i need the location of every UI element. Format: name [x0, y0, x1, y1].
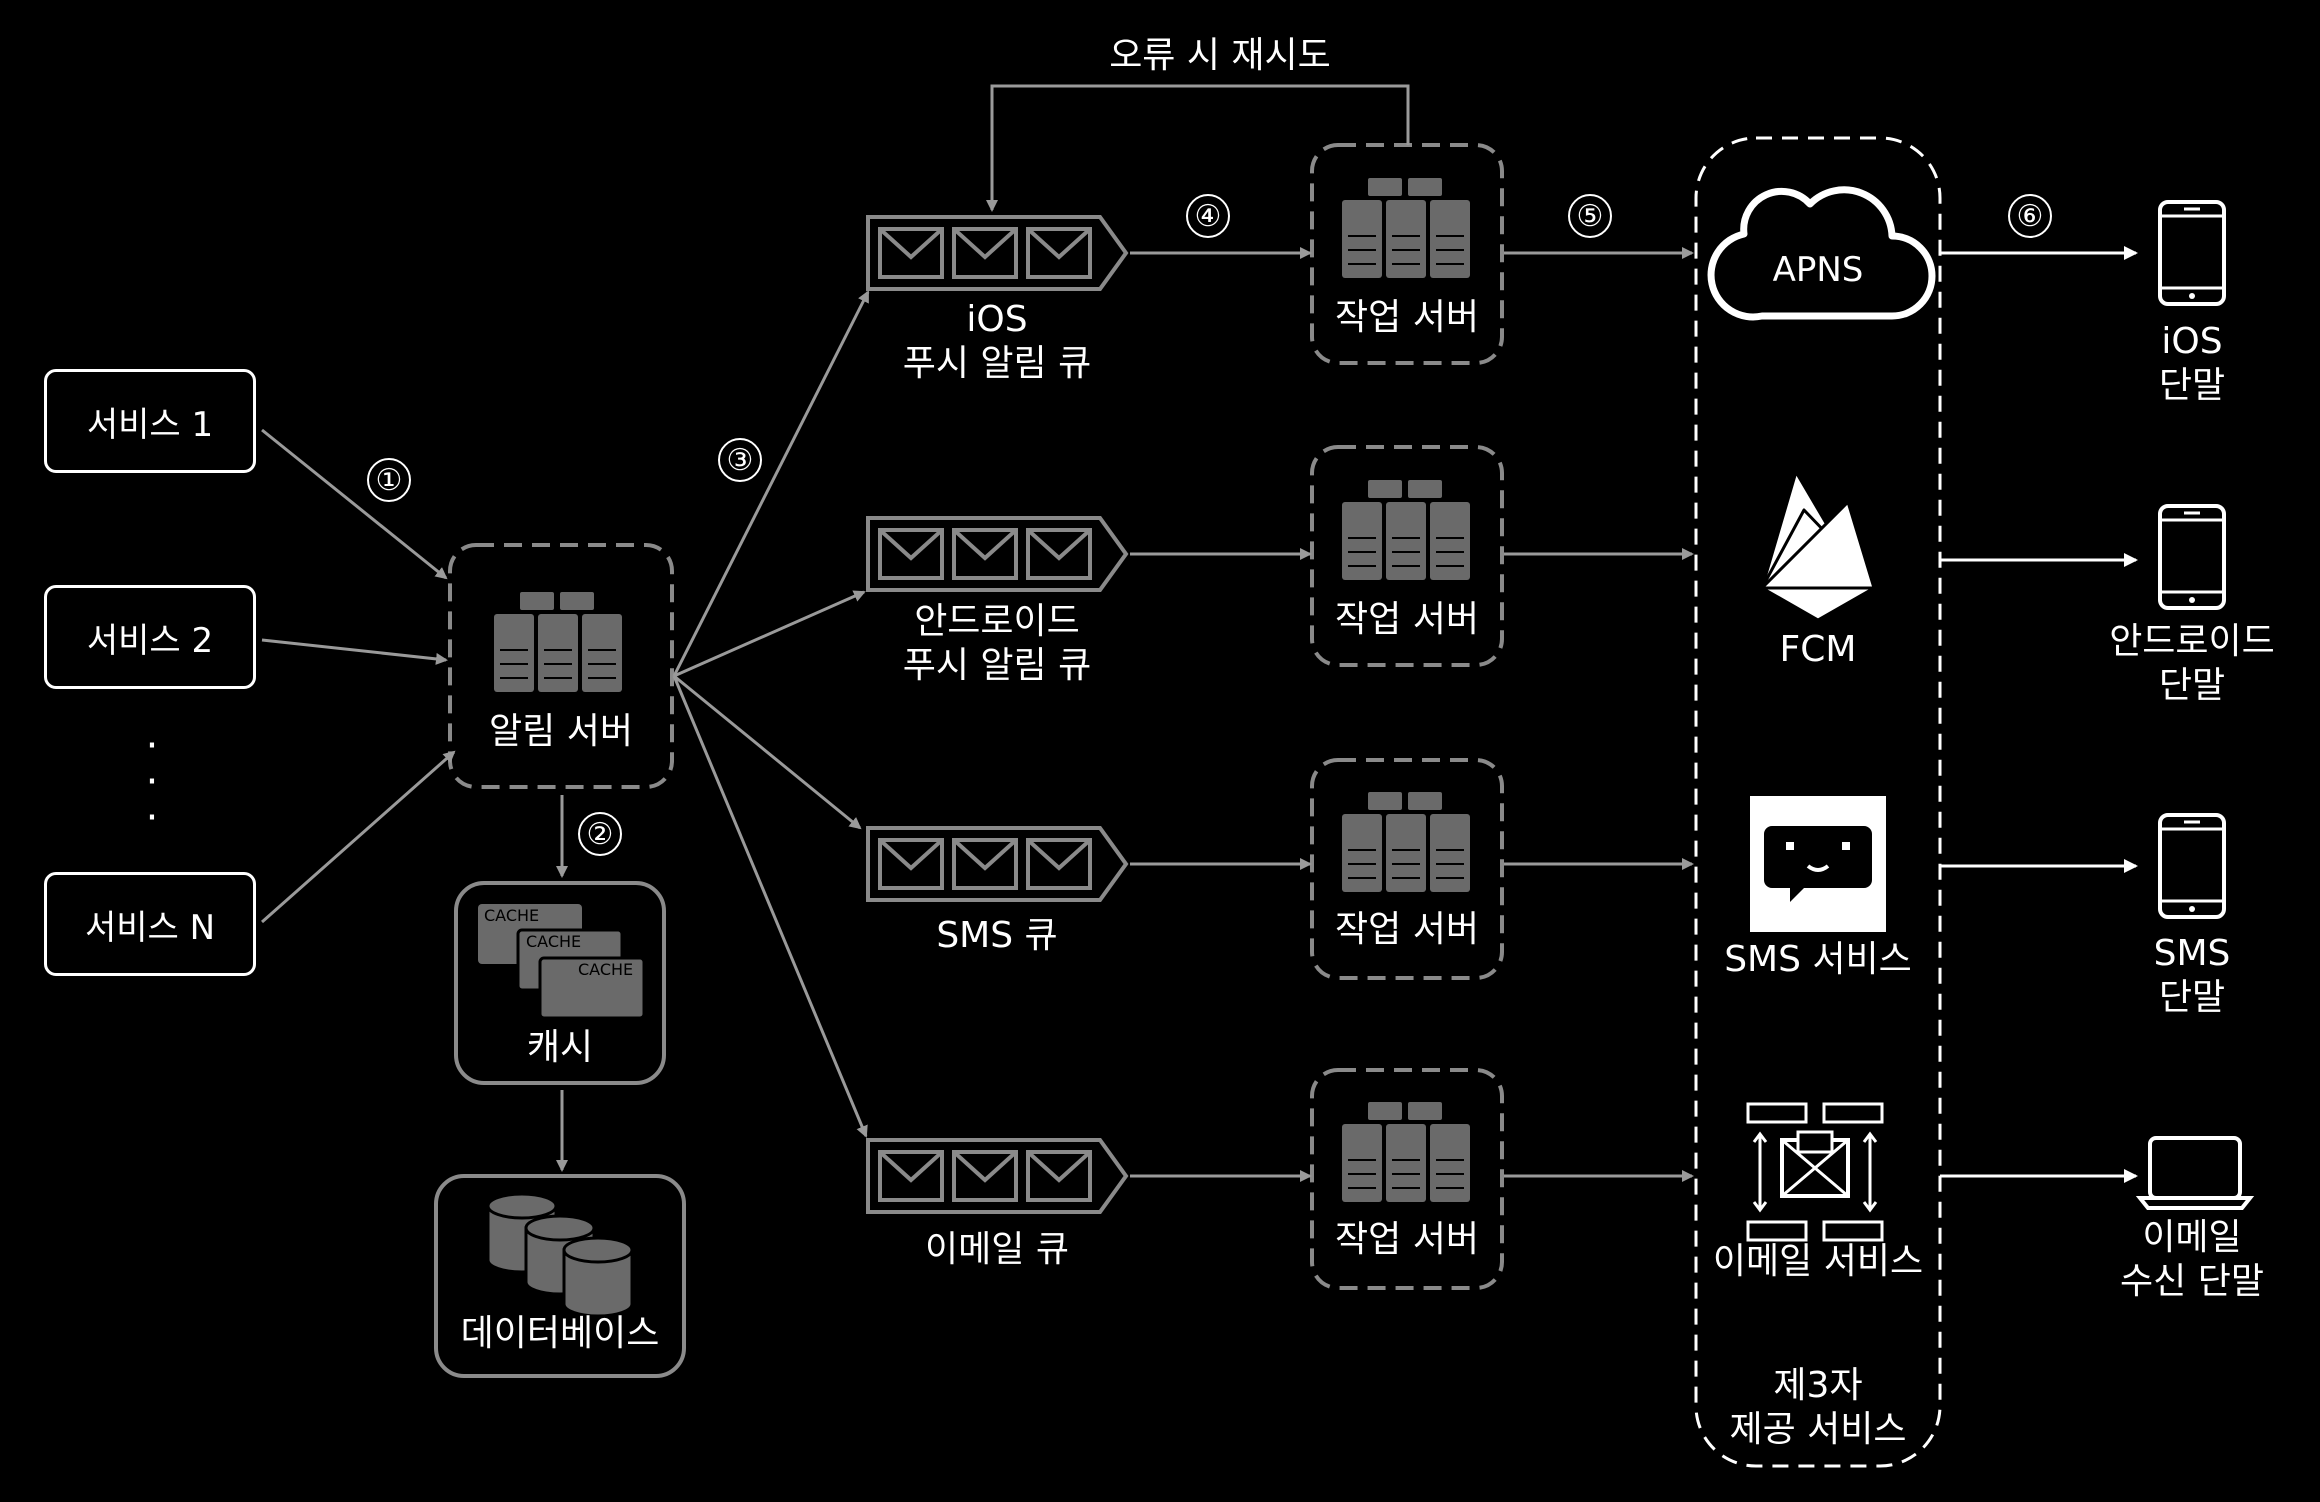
step-3-badge: ③: [718, 438, 762, 482]
device-sms-label-1: SMS: [2153, 933, 2231, 974]
service-box-2: 서비스 2: [44, 585, 256, 689]
cache-stack-icon: [478, 904, 646, 1020]
server-rack-icon: [1341, 1101, 1471, 1203]
queue-sms-label: SMS 큐: [936, 915, 1058, 956]
database-cylinders-icon: [486, 1192, 634, 1318]
laptop-icon: [2135, 1136, 2255, 1210]
third-party-group-box: [1694, 136, 1942, 1468]
device-android-label-1: 안드로이드: [2109, 621, 2275, 662]
notification-server-box: [448, 543, 674, 789]
queue-ios-label-1: iOS: [966, 299, 1028, 340]
phone-icon: [2158, 504, 2226, 610]
server-rack-icon: [493, 591, 623, 693]
queue-ios-label-2: 푸시 알림 큐: [902, 343, 1092, 384]
device-email-label-2: 수신 단말: [2120, 1261, 2264, 1302]
worker-box-4: [1310, 1068, 1504, 1290]
device-ios-label-1: iOS: [2161, 321, 2223, 362]
cache-tag-3: CACHE: [578, 960, 634, 979]
step-4-badge: ④: [1186, 194, 1230, 238]
worker-box-3: [1310, 758, 1504, 980]
chat-bubble-icon: [1750, 796, 1886, 932]
step-2-badge: ②: [578, 812, 622, 856]
cloud-icon: [1707, 186, 1936, 321]
notification-server-label: 알림 서버: [489, 711, 633, 752]
worker-box-2: [1310, 445, 1504, 667]
apns-label: APNS: [1772, 250, 1864, 290]
worker-label-1: 작업 서버: [1335, 297, 1479, 338]
queue-android-label-2: 푸시 알림 큐: [902, 645, 1092, 686]
step-6-badge: ⑥: [2008, 194, 2052, 238]
worker-label-2: 작업 서버: [1335, 599, 1479, 640]
service-arrows: [261, 84, 1694, 1182]
services-ellipsis: ···: [145, 723, 159, 841]
device-sms-label-2: 단말: [2158, 977, 2226, 1018]
email-service-label: 이메일 서비스: [1712, 1241, 1924, 1282]
worker-label-4: 작업 서버: [1335, 1219, 1479, 1260]
device-arrows: [1940, 246, 2138, 1183]
retry-label: 오류 시 재시도: [1109, 35, 1331, 76]
third-party-label-1: 제3자: [1773, 1365, 1863, 1406]
worker-label-3: 작업 서버: [1335, 909, 1479, 950]
device-android-label-2: 단말: [2158, 665, 2226, 706]
queue-sms-icon: [866, 826, 1128, 902]
firebase-icon: [1760, 470, 1876, 622]
queue-ios-icon: [866, 215, 1128, 291]
server-rack-icon: [1341, 791, 1471, 893]
server-rack-icon: [1341, 177, 1471, 279]
third-party-label-2: 제공 서비스: [1729, 1409, 1907, 1450]
device-email-label-1: 이메일: [2142, 1217, 2242, 1258]
cache-box: [454, 881, 666, 1085]
device-ios-label-2: 단말: [2158, 365, 2226, 406]
phone-icon: [2158, 813, 2226, 919]
phone-icon: [2158, 200, 2226, 306]
service-box-n: 서비스 N: [44, 872, 256, 976]
cache-label: 캐시: [526, 1027, 594, 1068]
email-server-icon: [1746, 1102, 1884, 1242]
queue-android-label-1: 안드로이드: [914, 601, 1080, 642]
database-box: [434, 1174, 686, 1378]
database-label: 데이터베이스: [460, 1313, 660, 1354]
service-box-1: 서비스 1: [44, 369, 256, 473]
server-rack-icon: [1341, 479, 1471, 581]
queue-email-label: 이메일 큐: [925, 1229, 1069, 1270]
step-5-badge: ⑤: [1568, 194, 1612, 238]
cache-tag-2: CACHE: [526, 932, 582, 951]
fcm-label: FCM: [1779, 629, 1857, 670]
step-1-badge: ①: [367, 458, 411, 502]
sms-service-label: SMS 서비스: [1724, 939, 1912, 980]
queue-android-icon: [866, 516, 1128, 592]
cache-tag-1: CACHE: [484, 906, 540, 925]
queue-email-icon: [866, 1138, 1128, 1214]
